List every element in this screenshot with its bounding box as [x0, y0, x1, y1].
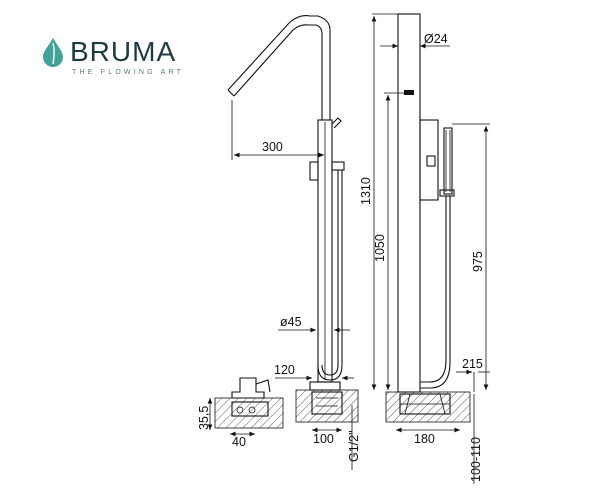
small-detail-view: 35,5 40	[197, 377, 284, 449]
dim-small-width: 40	[232, 435, 246, 449]
dim-spout-reach: 300	[262, 140, 283, 154]
dim-handshower-offset: 215	[462, 357, 483, 371]
dim-pipe-diameter: Ø24	[424, 32, 448, 46]
dim-floor-range: 100-110	[469, 437, 483, 482]
dim-handshower-height: 975	[471, 251, 485, 272]
dim-total-height: 1310	[359, 177, 373, 205]
side-view: Ø24 1310 1050 975 215	[359, 13, 490, 393]
dim-base-depth: 180	[414, 432, 435, 446]
dim-connection: G1/2"	[347, 430, 361, 462]
dim-base-offset: 120	[274, 363, 295, 377]
water-drop-icon	[43, 38, 63, 67]
dim-body-height: 1050	[373, 234, 387, 262]
side-base-section: 180 100-110	[385, 391, 483, 484]
dim-spout-diameter: ø45	[280, 315, 302, 329]
brand-tagline: THE FLOWING ART	[72, 69, 185, 76]
dim-small-height: 35,5	[197, 406, 211, 430]
front-view: 300 ø45 120	[227, 15, 354, 391]
front-base-section: 100 G1/2"	[295, 389, 361, 470]
dim-base-width: 100	[313, 432, 334, 446]
brand-name: BRUMA	[70, 36, 177, 67]
